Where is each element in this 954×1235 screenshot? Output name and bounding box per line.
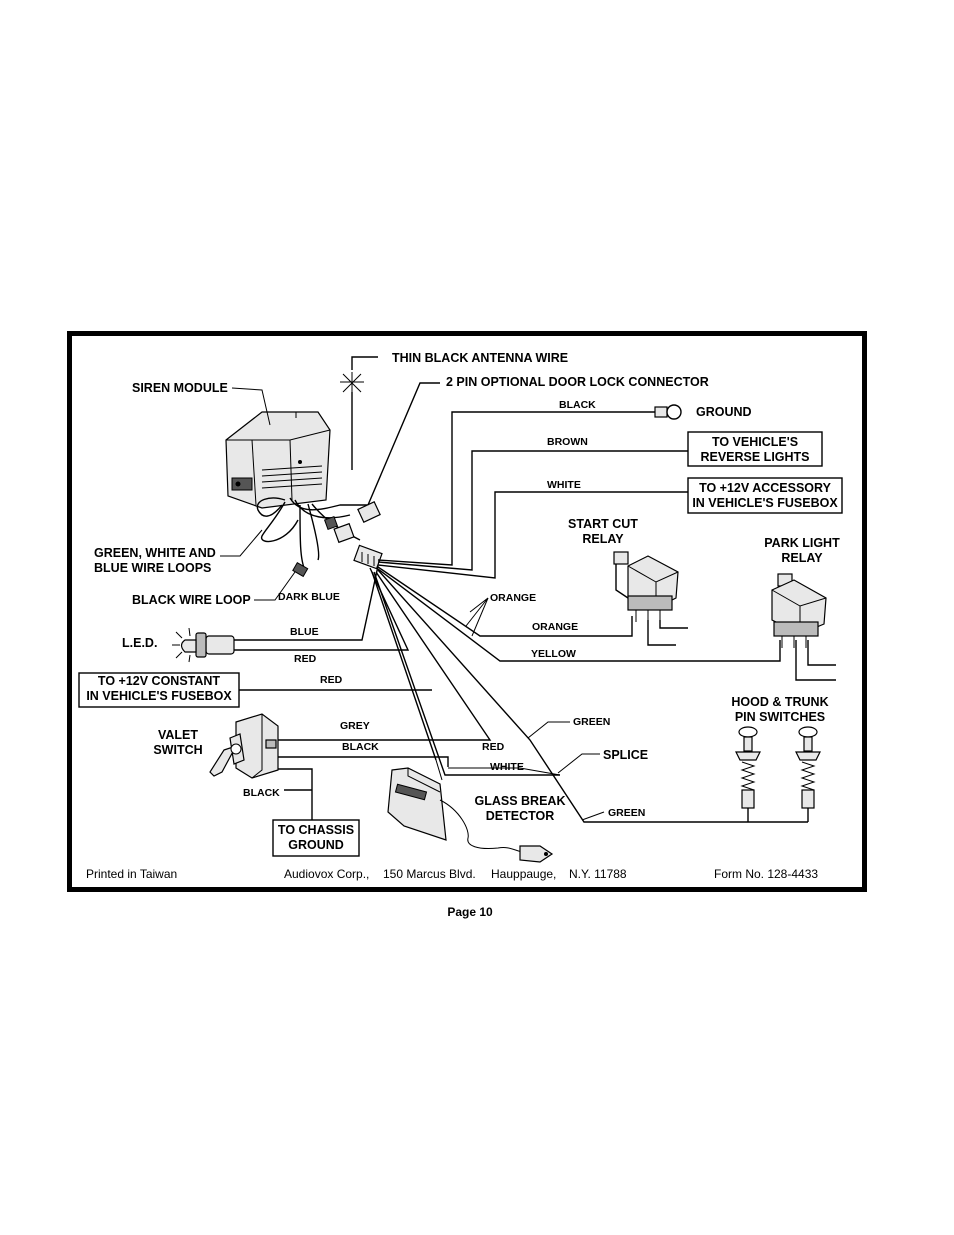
glass-label-2: DETECTOR — [486, 809, 555, 823]
chassis-label-2: GROUND — [288, 838, 344, 852]
wire-label-black-chassis: BLACK — [243, 787, 280, 799]
park-label-1: PARK LIGHT — [764, 536, 840, 550]
antenna-wire — [340, 356, 440, 506]
accessory-label-1: TO +12V ACCESSORY — [699, 481, 832, 495]
siren-label: SIREN MODULE — [132, 381, 228, 395]
hood-label-2: PIN SWITCHES — [735, 710, 825, 724]
wire-label-green-1: GREEN — [573, 716, 610, 728]
door-lock-label: 2 PIN OPTIONAL DOOR LOCK CONNECTOR — [446, 375, 709, 389]
footer-state-zip: N.Y. 11788 — [569, 867, 627, 881]
wire-label-red-const: RED — [320, 674, 343, 686]
main-connector — [353, 544, 383, 570]
valet-switch-drawing — [209, 713, 279, 779]
constant-box — [78, 672, 240, 708]
loops-label-2: BLUE WIRE LOOPS — [94, 561, 211, 575]
wire-label-red-glass: RED — [482, 741, 505, 753]
valet-label-1: VALET — [158, 728, 198, 742]
reverse-label-1: TO VEHICLE'S — [712, 435, 798, 449]
reverse-label-2: REVERSE LIGHTS — [700, 450, 809, 464]
loops-label-1: GREEN, WHITE AND — [94, 546, 216, 560]
led-drawing — [172, 627, 235, 663]
footer-city: Hauppauge, — [491, 867, 556, 881]
footer-printed: Printed in Taiwan — [86, 867, 177, 881]
ground-label: GROUND — [696, 405, 752, 419]
start-cut-relay-drawing — [613, 551, 679, 622]
start-cut-label-1: START CUT — [568, 517, 638, 531]
wire-label-white-acc: WHITE — [547, 479, 581, 491]
wire-label-orange-2: ORANGE — [532, 621, 578, 633]
wire-label-black-ground: BLACK — [559, 399, 596, 411]
park-label-2: RELAY — [781, 551, 823, 565]
led-label: L.E.D. — [122, 636, 157, 650]
footer-company: Audiovox Corp., — [284, 867, 369, 881]
constant-label-2: IN VEHICLE'S FUSEBOX — [86, 689, 232, 703]
footer-address: 150 Marcus Blvd. — [383, 867, 476, 881]
wire-label-orange-1: ORANGE — [490, 592, 536, 604]
wire-label-blue: BLUE — [290, 626, 319, 638]
accessory-box — [687, 477, 843, 514]
wire-label-yellow: YELLOW — [531, 648, 576, 660]
wire-label-dark-blue: DARK BLUE — [278, 591, 340, 603]
accessory-label-2: IN VEHICLE'S FUSEBOX — [692, 496, 838, 510]
wire-label-white-glass: WHITE — [490, 761, 524, 773]
wire-label-brown: BROWN — [547, 436, 588, 448]
wire-label-green-2: GREEN — [608, 807, 645, 819]
park-light-relay-drawing — [771, 573, 827, 648]
reverse-lights-box — [687, 431, 823, 467]
start-cut-label-2: RELAY — [582, 532, 624, 546]
ground-terminal — [654, 404, 682, 420]
black-loop-label: BLACK WIRE LOOP — [132, 593, 251, 607]
wire-label-black-valet: BLACK — [342, 741, 379, 753]
chassis-box — [272, 819, 360, 857]
wire-label-grey: GREY — [340, 720, 370, 732]
valet-label-2: SWITCH — [153, 743, 202, 757]
splice-label: SPLICE — [603, 748, 648, 762]
wire-label-red-led: RED — [294, 653, 317, 665]
pointer-lines — [220, 387, 605, 821]
diagram-frame — [67, 331, 867, 892]
antenna-label: THIN BLACK ANTENNA WIRE — [392, 351, 568, 365]
chassis-label-1: TO CHASSIS — [278, 823, 354, 837]
glass-label-1: GLASS BREAK — [475, 794, 566, 808]
constant-label-1: TO +12V CONSTANT — [98, 674, 220, 688]
footer-form: Form No. 128-4433 — [714, 867, 818, 881]
hood-label-1: HOOD & TRUNK — [731, 695, 828, 709]
pin-switches-drawing — [735, 726, 821, 809]
wire-runs — [230, 411, 836, 823]
page-number: Page 10 — [447, 905, 493, 919]
siren-module-drawing — [225, 411, 381, 578]
glass-break-drawing — [387, 759, 561, 863]
